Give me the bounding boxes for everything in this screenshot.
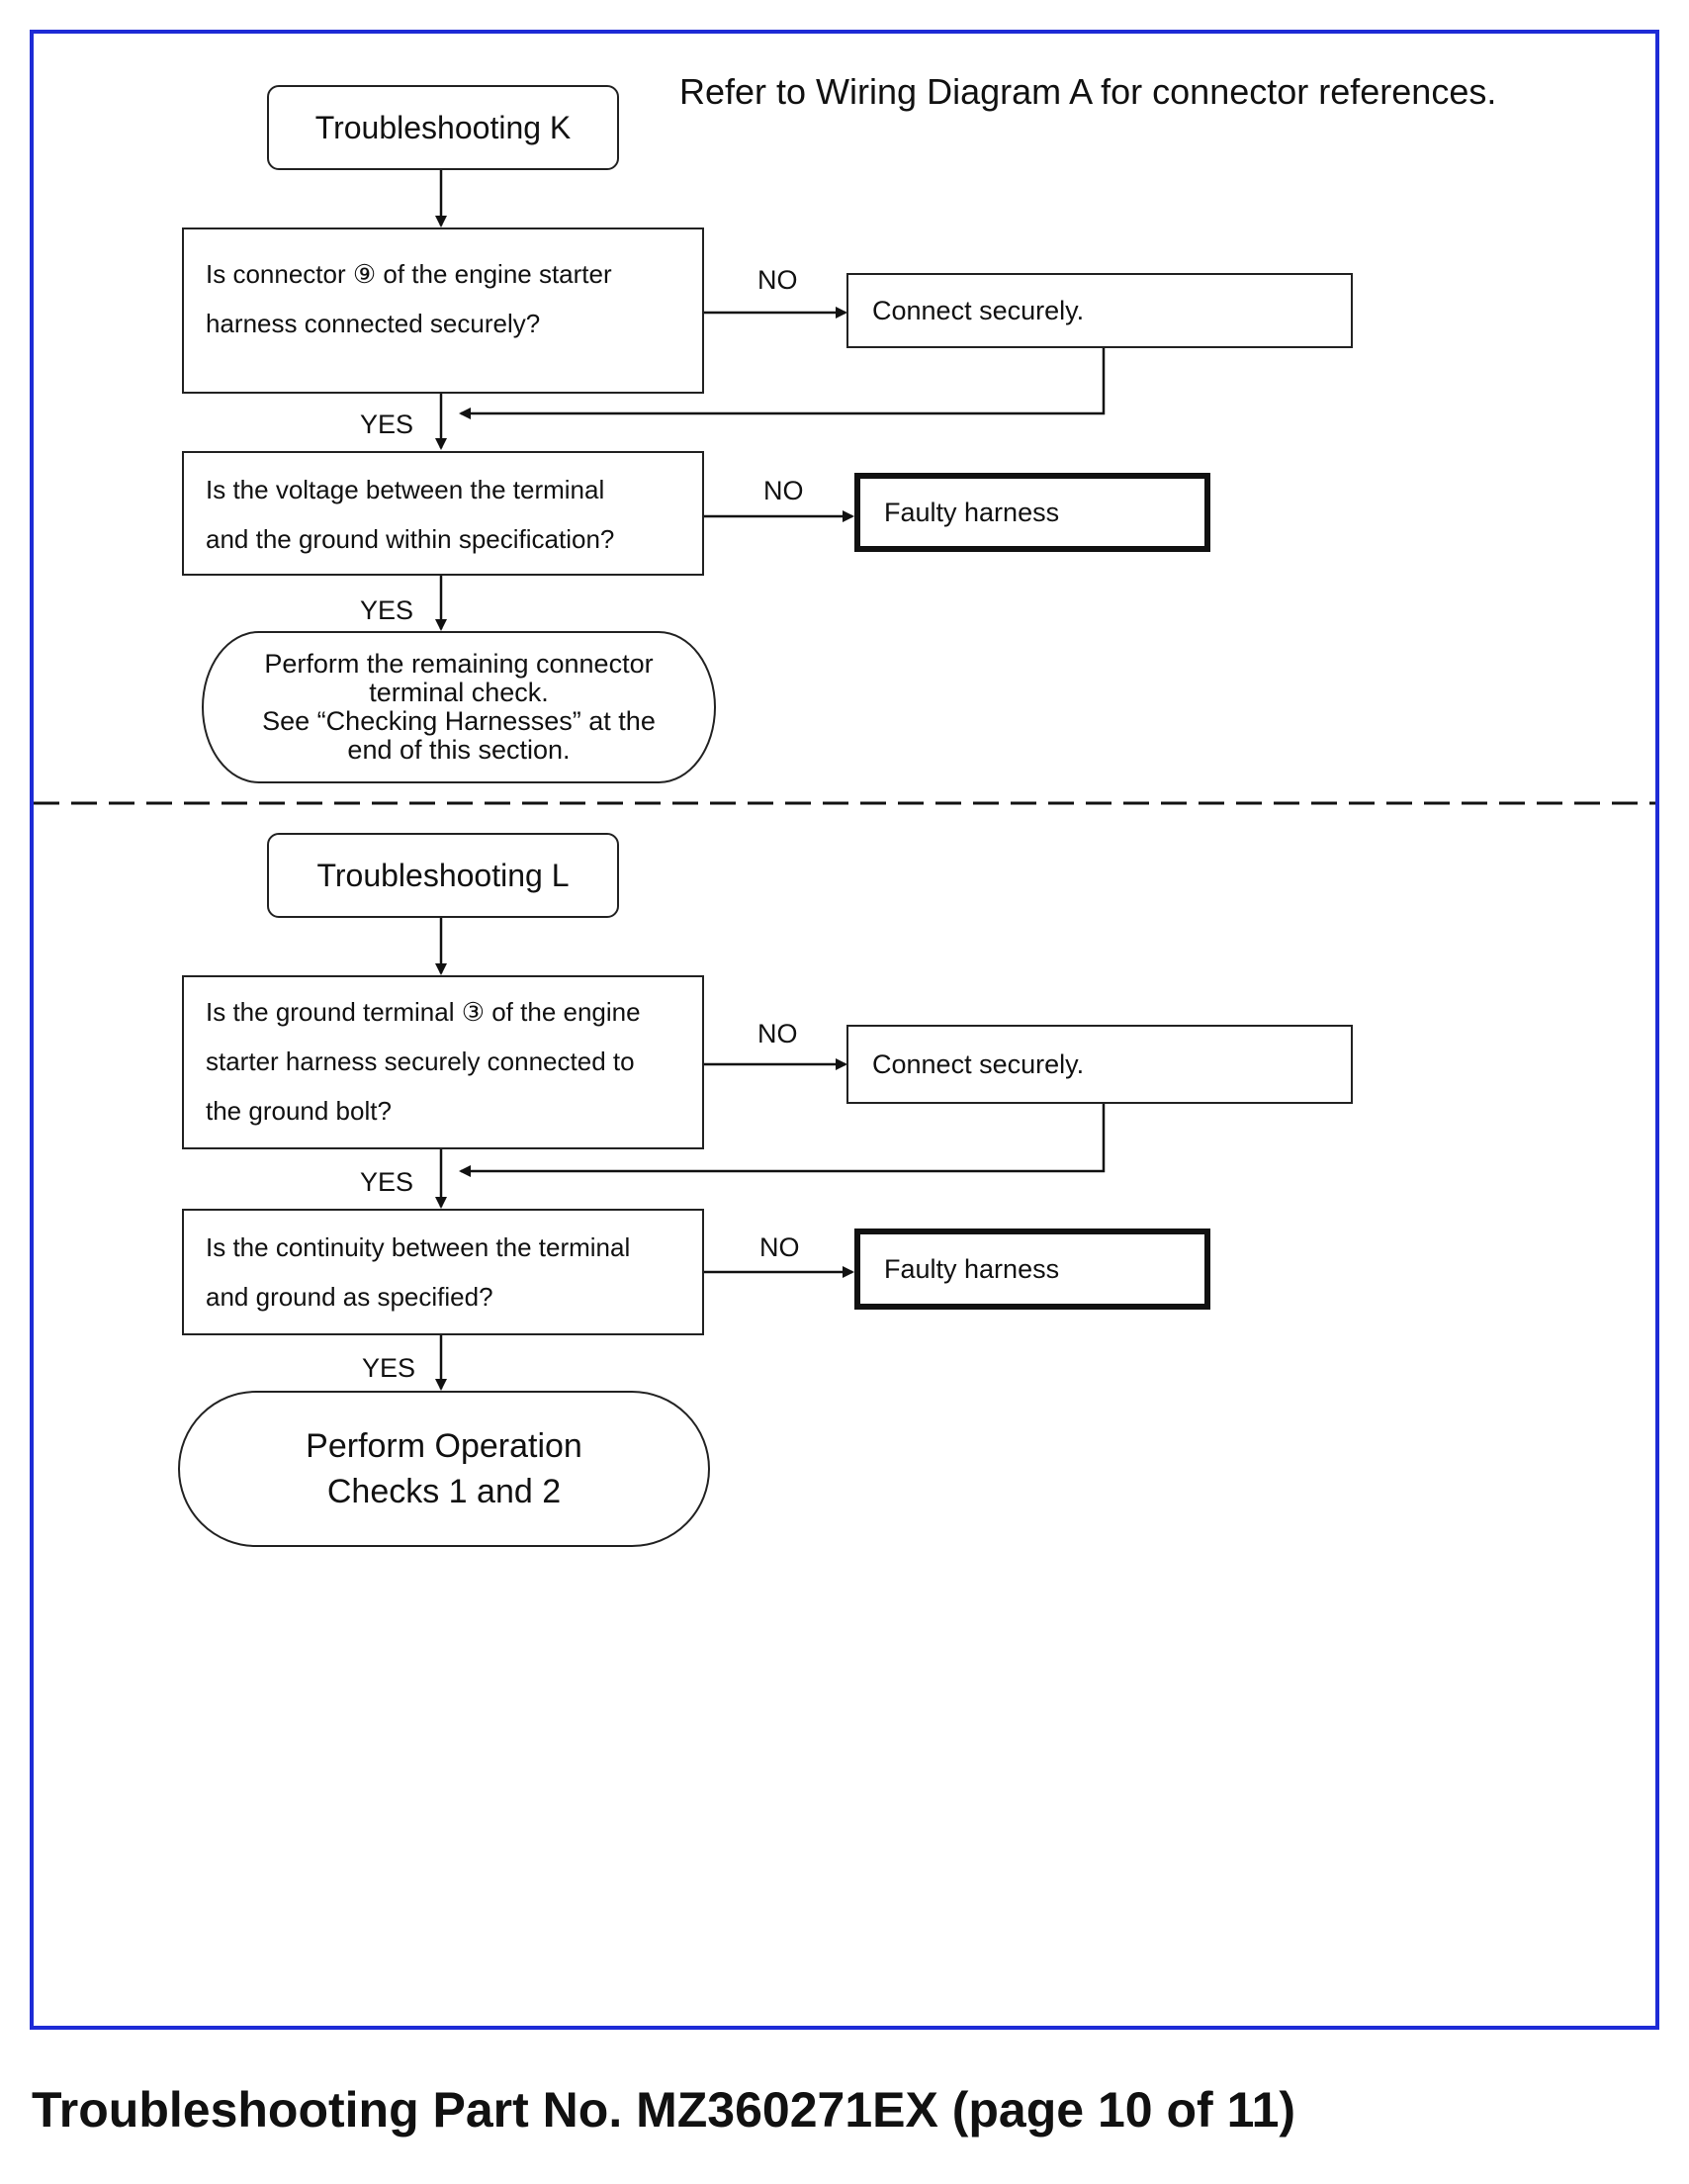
l-end-terminator: Perform Operation Checks 1 and 2 bbox=[178, 1391, 710, 1547]
k-q1-yes-label: YES bbox=[360, 410, 414, 439]
l-q2-no-label: NO bbox=[759, 1232, 800, 1262]
k-end-terminator: Perform the remaining connector terminal… bbox=[202, 631, 716, 783]
k-q2-line-2: and the ground within specification? bbox=[206, 524, 615, 554]
k-connect-securely-text: Connect securely. bbox=[872, 295, 1085, 325]
troubleshooting-k-title: Troubleshooting K bbox=[267, 85, 619, 170]
k-q1-no-label: NO bbox=[757, 265, 798, 295]
k-faulty-harness-box: Faulty harness bbox=[854, 473, 1210, 552]
l-faulty-harness-box: Faulty harness bbox=[854, 1228, 1210, 1310]
k-question-voltage: Is the voltage between the terminal and … bbox=[182, 451, 704, 576]
l-q1-no-label: NO bbox=[757, 1019, 798, 1048]
troubleshooting-k-title-text: Troubleshooting K bbox=[314, 109, 572, 145]
l-end-line-2: Checks 1 and 2 bbox=[326, 1473, 562, 1510]
l-faulty-harness-text: Faulty harness bbox=[884, 1253, 1060, 1284]
l-q1-yes-label: YES bbox=[360, 1167, 414, 1197]
troubleshooting-l-title: Troubleshooting L bbox=[267, 833, 619, 918]
k-q2-line-1: Is the voltage between the terminal bbox=[206, 475, 605, 504]
wiring-reference-note: Refer to Wiring Diagram A for connector … bbox=[679, 71, 1497, 112]
k-end-line-3: See “Checking Harnesses” at the bbox=[262, 706, 656, 736]
k-faulty-harness-text: Faulty harness bbox=[884, 497, 1060, 527]
l-connect-securely-box: Connect securely. bbox=[846, 1025, 1353, 1104]
l-q1-line-2: starter harness securely connected to bbox=[206, 1046, 635, 1076]
l-end-line-1: Perform Operation bbox=[306, 1427, 582, 1465]
l-q2-line-2: and ground as specified? bbox=[206, 1282, 493, 1312]
l-q2-yes-label: YES bbox=[362, 1353, 416, 1383]
k-q2-yes-label: YES bbox=[360, 595, 414, 625]
l-q1-line-1: Is the ground terminal ③ of the engine bbox=[206, 997, 641, 1027]
page-frame bbox=[30, 30, 1659, 2030]
troubleshooting-l-title-text: Troubleshooting L bbox=[316, 857, 570, 893]
k-end-line-1: Perform the remaining connector bbox=[264, 649, 654, 679]
k-connect-securely-box: Connect securely. bbox=[846, 273, 1353, 348]
k-end-line-2: terminal check. bbox=[369, 678, 549, 707]
page-footer-caption: Troubleshooting Part No. MZ360271EX (pag… bbox=[32, 2082, 1296, 2138]
k-q2-no-label: NO bbox=[763, 476, 804, 505]
k-q1-line-1: Is connector ⑨ of the engine starter bbox=[206, 259, 612, 289]
l-q2-line-1: Is the continuity between the terminal bbox=[206, 1232, 631, 1262]
l-connect-securely-text: Connect securely. bbox=[872, 1048, 1085, 1079]
l-q1-line-3: the ground bolt? bbox=[206, 1096, 392, 1126]
l-question-ground-terminal-3: Is the ground terminal ③ of the engine s… bbox=[182, 975, 704, 1149]
k-q1-line-2: harness connected securely? bbox=[206, 309, 541, 338]
k-question-connector-9: Is connector ⑨ of the engine starter har… bbox=[182, 228, 704, 394]
k-end-line-4: end of this section. bbox=[347, 735, 571, 765]
l-question-continuity: Is the continuity between the terminal a… bbox=[182, 1209, 704, 1335]
